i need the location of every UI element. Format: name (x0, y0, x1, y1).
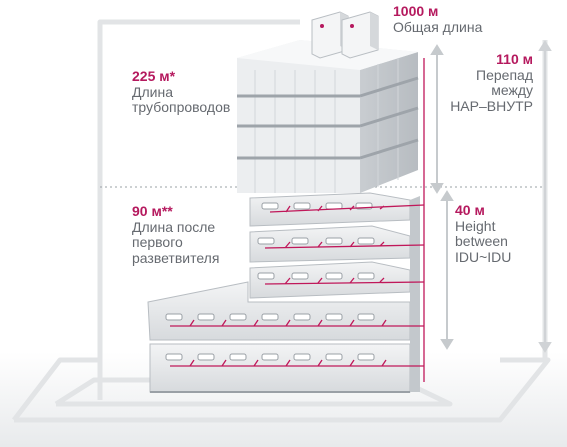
pipe-length-line2: трубопроводов (132, 99, 231, 116)
first-branch-line3: разветвителя (132, 250, 220, 267)
odu-idu-diff-line2: между (491, 82, 533, 99)
label-first-branch: 90 м** Длина после первого разветвителя (132, 203, 220, 267)
first-branch-line2: первого (132, 234, 183, 251)
tower-glass-section (237, 40, 419, 193)
odu-idu-diff-line3: НАР–ВНУТР (450, 98, 533, 115)
total-length-value: 1000 м (393, 3, 439, 19)
refrigerant-piping (170, 58, 425, 382)
label-idu-idu-height: 40 м Height between IDU~IDU (455, 202, 512, 266)
first-branch-value: 90 м** (132, 203, 173, 219)
height-arrow-idu-idu (440, 190, 454, 350)
height-arrow-total (538, 40, 552, 353)
odu-idu-diff-line1: Перепад (476, 66, 533, 83)
idu-idu-height-line3: IDU~IDU (455, 249, 512, 266)
outdoor-units (311, 11, 379, 59)
height-arrow-odu-idu (430, 44, 444, 194)
odu-idu-diff-value: 110 м (496, 51, 533, 67)
pipe-length-line1: Длина (132, 83, 173, 100)
label-odu-idu-diff: 110 м Перепад между НАР–ВНУТР (450, 51, 533, 115)
outdoor-unit-2 (341, 11, 379, 59)
indoor-units (165, 202, 375, 361)
idu-idu-height-value: 40 м (455, 202, 485, 218)
total-length-label: Общая длина (393, 18, 483, 35)
label-pipe-length: 225 м* Длина трубопроводов (132, 68, 231, 116)
first-branch-line1: Длина после (132, 218, 216, 235)
idu-idu-height-line1: Height (455, 217, 496, 234)
label-total-length: 1000 м Общая длина (393, 3, 483, 35)
pipe-length-value: 225 м* (132, 68, 176, 84)
idu-idu-height-line2: between (455, 233, 508, 250)
